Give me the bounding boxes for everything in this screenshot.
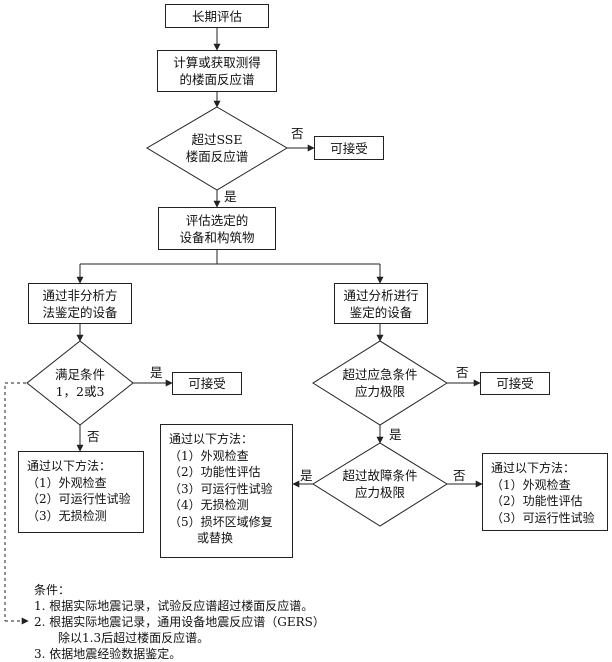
conditions-decision-text: 满足条件 1，2或3 [30, 363, 130, 403]
sse-decision-text: 超过SSE 楼面反应谱 [157, 128, 277, 168]
emergency-line-1: 超过应急条件 [342, 367, 418, 382]
middle-method-item: （3）可运行性试验 [169, 481, 273, 496]
right-methods-title: 通过以下方法： [491, 461, 576, 475]
accept-box-3: 可接受 [480, 372, 550, 395]
fault-decision-text: 超过故障条件 应力极限 [320, 464, 440, 504]
middle-method-item: （1）外观检查 [169, 448, 249, 463]
middle-methods-title: 通过以下方法： [169, 432, 254, 446]
notes-item: 1. 根据实际地震记录，试验反应谱超过楼面反应谱。 [34, 599, 314, 613]
notes-item: 2. 根据实际地震记录，通用设备地震反应谱（GERS） [34, 615, 325, 629]
right-method-item: （3）可运行性试验 [491, 510, 595, 525]
label-fault-yes: 是 [300, 468, 313, 483]
sse-line-2: 楼面反应谱 [185, 149, 249, 164]
accept-text-3: 可接受 [496, 376, 534, 391]
diamond-fault [312, 442, 448, 527]
middle-methods-box: 通过以下方法： （1）外观检查 （2）功能性评估 （3）可运行性试验 （4）无损… [160, 424, 293, 558]
diamond-conditions [26, 340, 134, 426]
right-method-item: （1）外观检查 [491, 477, 571, 492]
fault-line-1: 超过故障条件 [342, 468, 418, 483]
analysis-line-1: 通过分析进行 [343, 287, 419, 303]
left-methods-title: 通过以下方法： [27, 459, 112, 473]
left-methods-box: 通过以下方法： （1）外观检查 （2）可运行性试验 （3）无损检测 [18, 451, 144, 533]
label-emergency-yes: 是 [389, 427, 402, 442]
middle-method-item: （4）无损检测 [169, 498, 249, 512]
start-text: 长期评估 [191, 8, 242, 24]
nonanalysis-line-1: 通过非分析方 [42, 287, 118, 303]
label-sse-no: 否 [291, 126, 304, 141]
middle-method-item: （5）损坏区域修复 [169, 514, 273, 529]
label-emergency-no: 否 [456, 365, 469, 380]
nonanalysis-box: 通过非分析方 法鉴定的设备 [28, 283, 132, 324]
conditions-line-1: 满足条件 [54, 367, 105, 382]
notes-item: 除以1.3后超过楼面反应谱。 [58, 631, 210, 645]
accept-text-2: 可接受 [188, 376, 226, 391]
conditions-line-2: 1，2或3 [55, 384, 105, 399]
analysis-line-2: 鉴定的设备 [349, 304, 413, 320]
sse-line-1: 超过SSE [191, 132, 243, 147]
right-methods-box: 通过以下方法： （1）外观检查 （2）功能性评估 （3）可运行性试验 [482, 453, 608, 531]
accept-text-1: 可接受 [330, 140, 368, 156]
diamond-sse [146, 106, 288, 191]
middle-method-item: 或替换 [197, 531, 234, 545]
label-conditions-yes: 是 [150, 365, 163, 380]
emergency-line-2: 应力极限 [354, 384, 405, 399]
compute-box: 计算或获取测得 的楼面反应谱 [157, 50, 277, 92]
accept-box-1: 可接受 [314, 136, 384, 160]
evaluate-line-1: 评估选定的 [185, 212, 249, 228]
diamond-emergency [312, 340, 448, 426]
emergency-decision-text: 超过应急条件 应力极限 [320, 363, 440, 403]
label-conditions-no: 否 [87, 429, 100, 444]
label-fault-no: 否 [453, 468, 466, 483]
left-method-item: （1）外观检查 [27, 475, 107, 490]
middle-method-item: （2）功能性评估 [169, 465, 261, 479]
conditions-notes: 条件： 1. 根据实际地震记录，试验反应谱超过楼面反应谱。 2. 根据实际地震记… [34, 582, 325, 662]
left-method-item: （3）无损检测 [27, 508, 107, 523]
nonanalysis-line-2: 法鉴定的设备 [42, 304, 118, 320]
evaluate-line-2: 设备和构筑物 [179, 229, 255, 245]
right-method-item: （2）功能性评估 [491, 494, 583, 508]
fault-line-2: 应力极限 [354, 485, 405, 500]
left-method-item: （2）可运行性试验 [27, 492, 131, 506]
compute-line-1: 计算或获取测得 [173, 55, 261, 70]
dashed-connector-conditions-to-notes [4, 382, 26, 621]
accept-box-2: 可接受 [172, 372, 242, 395]
notes-title: 条件： [34, 583, 71, 597]
notes-item: 3. 依据地震经验数据鉴定。 [34, 647, 182, 661]
start-box: 长期评估 [165, 4, 269, 28]
evaluate-box: 评估选定的 设备和构筑物 [158, 207, 276, 250]
analysis-box: 通过分析进行 鉴定的设备 [334, 283, 428, 324]
label-sse-yes: 是 [224, 189, 237, 204]
compute-line-2: 的楼面反应谱 [179, 72, 255, 87]
